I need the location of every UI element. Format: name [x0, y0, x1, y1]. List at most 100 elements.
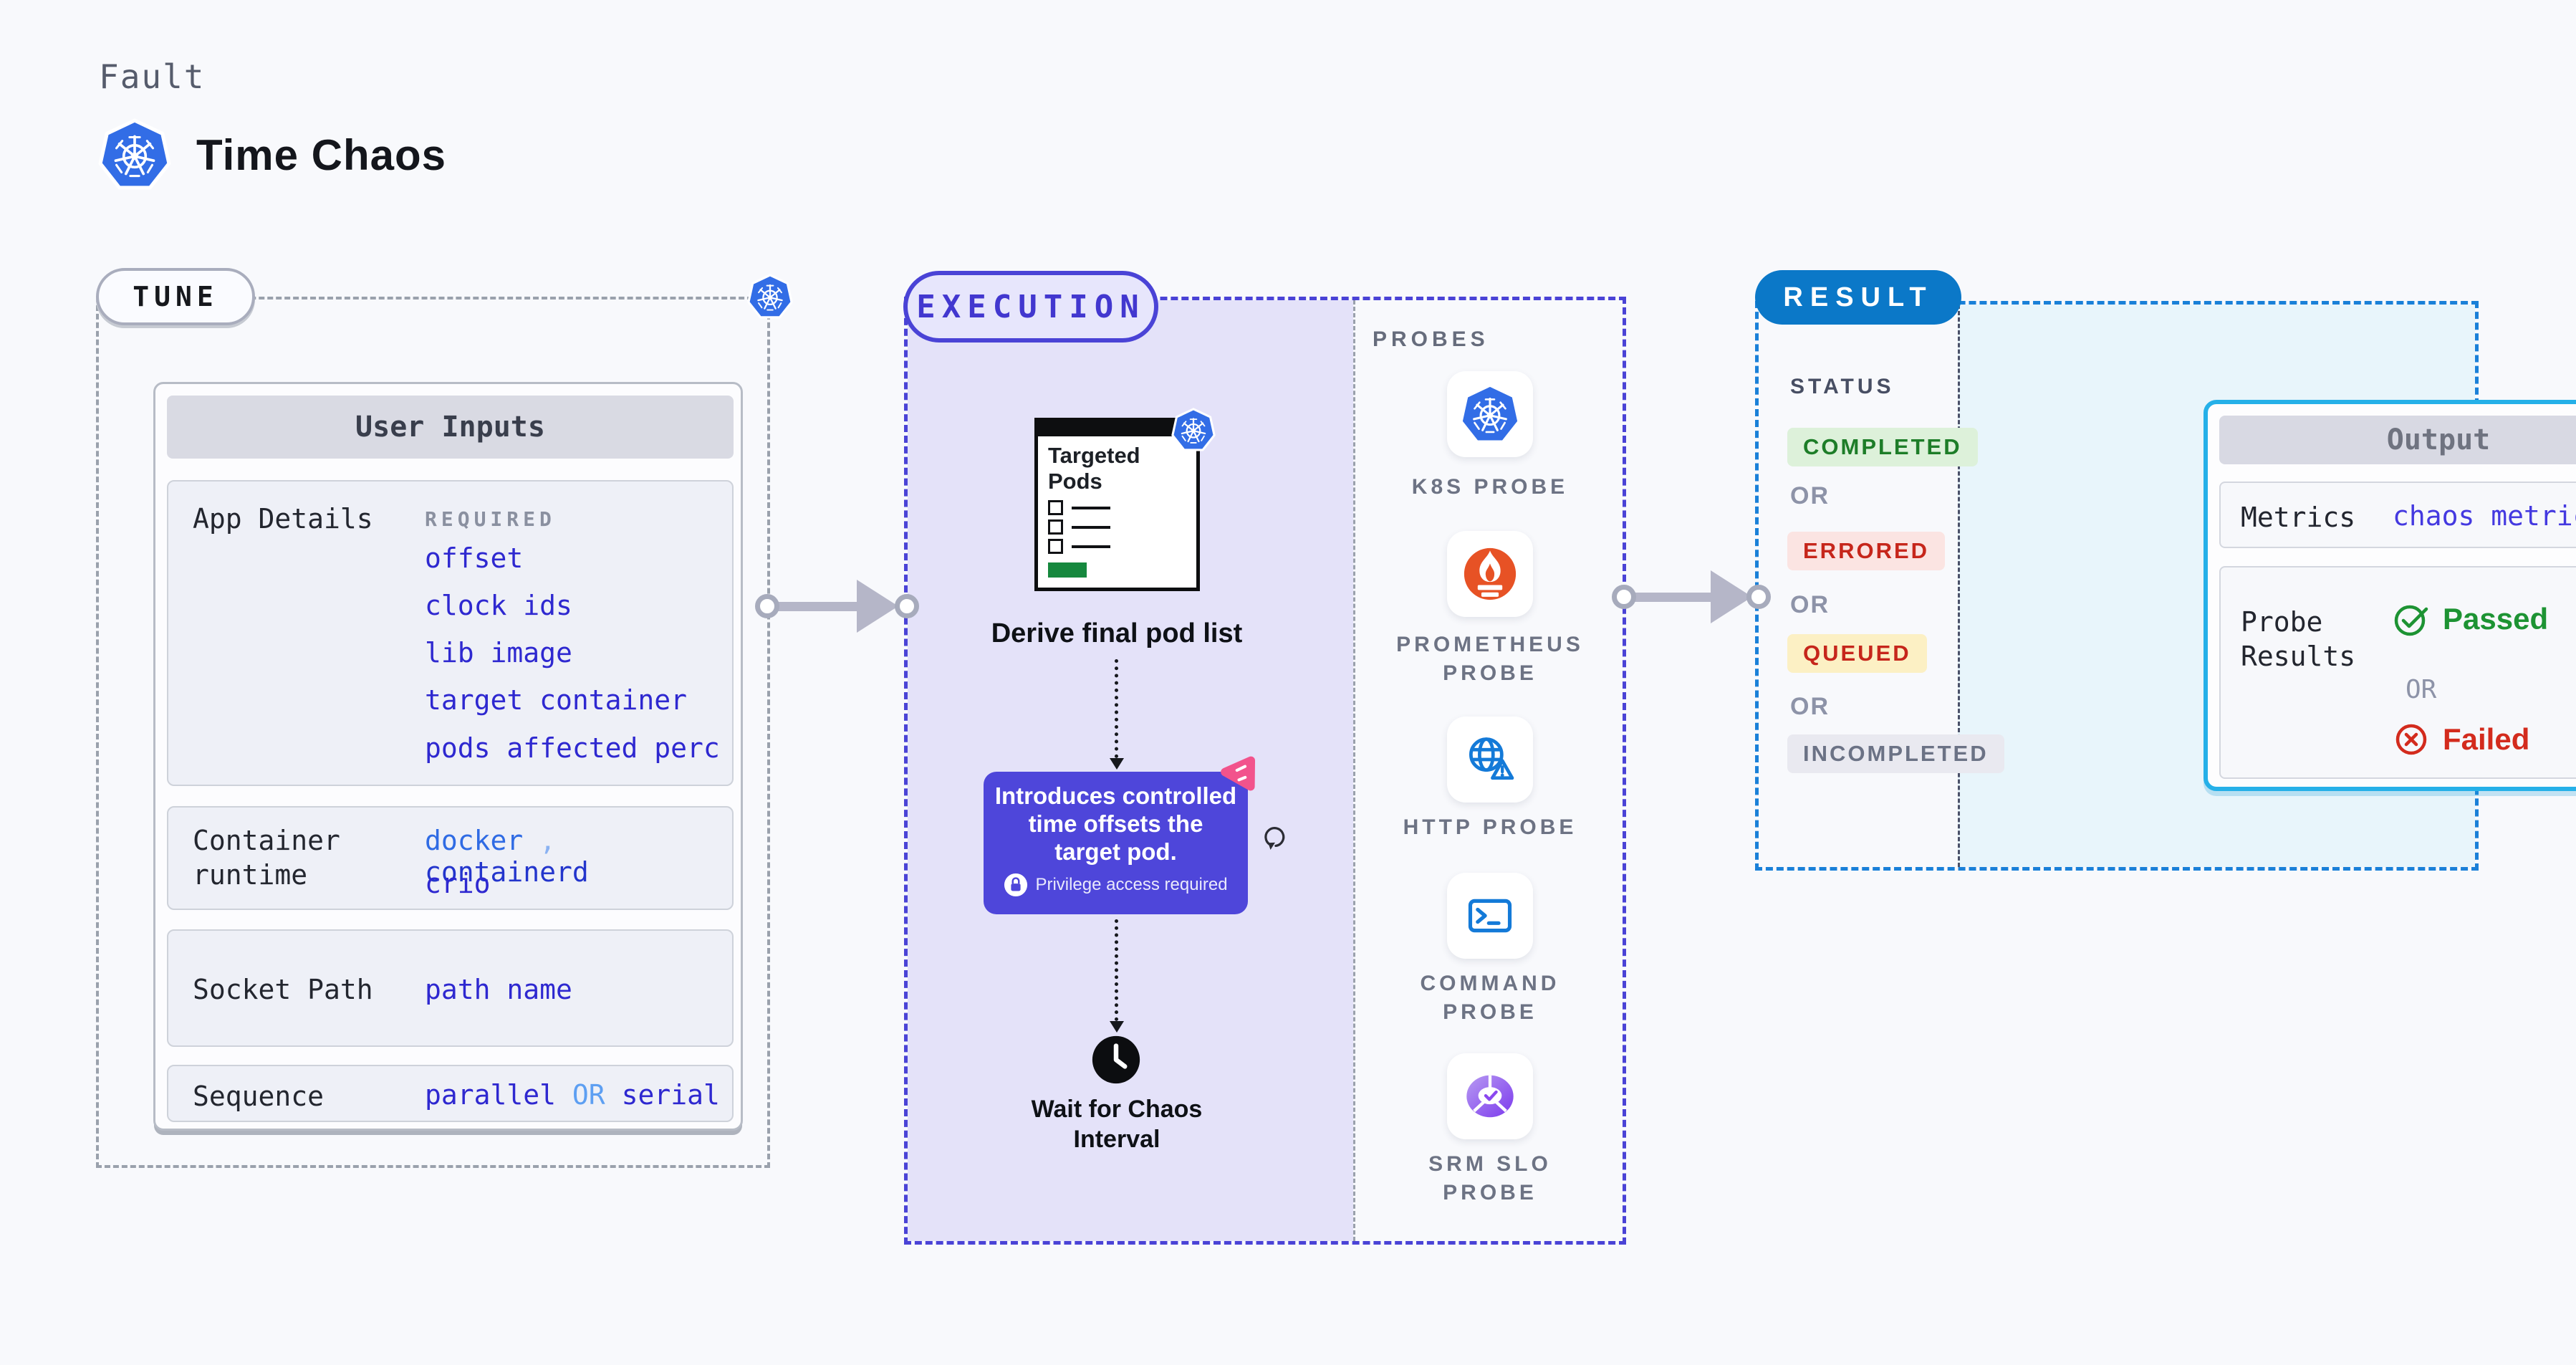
required-tag: REQUIRED: [425, 507, 556, 531]
status-label: STATUS: [1790, 375, 1895, 398]
sequence-values: parallel OR serial: [425, 1079, 720, 1111]
failed-label: Failed: [2443, 722, 2530, 756]
probe-name: PROMETHEUS PROBE: [1396, 633, 1584, 685]
probe-results-row: Probe Results Passed OR Failed: [2219, 566, 2576, 779]
execution-to-result-arrow: [1630, 593, 1712, 602]
arrow-head-icon: [857, 580, 898, 633]
srm-slo-probe-card: [1447, 1053, 1533, 1139]
failed-result: Failed: [2393, 721, 2529, 758]
link-clock-ids[interactable]: clock ids: [425, 590, 572, 621]
fault-description-card: Introduces controlled time offsets the t…: [984, 772, 1248, 914]
sequence-label: Sequence: [193, 1081, 325, 1112]
runtime-values-line1: docker , containerd: [425, 825, 589, 888]
litmus-pink-icon: [1216, 749, 1264, 796]
user-inputs-card: User Inputs App Details REQUIRED offset …: [153, 382, 743, 1131]
pod-checkbox: [1048, 539, 1063, 554]
tune-pill: TUNE: [96, 268, 255, 325]
status-badge-queued: QUEUED: [1787, 634, 1927, 673]
connector-node: [1612, 585, 1636, 609]
output-card: Output Metrics chaos metrics Probe Resul…: [2203, 400, 2576, 791]
probe-name: COMMAND PROBE: [1420, 972, 1560, 1024]
probe-name: K8S PROBE: [1411, 475, 1569, 499]
probe-results-label: Probe Results: [2241, 606, 2356, 672]
pod-checkbox: [1048, 500, 1063, 515]
srm-slo-gauge-icon: [1459, 1065, 1521, 1127]
container-runtime-row: Container runtime docker , containerd cr…: [167, 806, 734, 910]
probe-name: SRM SLO PROBE: [1428, 1152, 1552, 1204]
link-serial[interactable]: serial: [621, 1079, 720, 1111]
x-circle-icon: [2393, 721, 2430, 758]
privilege-badge-label: Privilege access required: [1035, 875, 1228, 894]
probe-name: HTTP PROBE: [1403, 815, 1577, 839]
container-runtime-label: Container runtime: [193, 825, 340, 891]
tune-pill-label: TUNE: [133, 281, 218, 312]
http-probe-card: [1447, 717, 1533, 803]
link-docker[interactable]: docker: [425, 825, 524, 856]
privilege-badge: Privilege access required: [1004, 873, 1228, 897]
link-lib-image[interactable]: lib image: [425, 637, 572, 669]
link-target-container[interactable]: target container: [425, 684, 688, 716]
socket-path-label: Socket Path: [193, 974, 373, 1005]
or-separator: OR: [1790, 591, 1830, 618]
link-containerd[interactable]: containerd: [425, 856, 589, 888]
output-header: Output: [2219, 416, 2576, 464]
tune-section-box: [96, 297, 770, 1168]
fault-description-line3: target pod.: [1054, 838, 1177, 865]
wait-caption: Wait for Chaos Interval: [1031, 1096, 1203, 1153]
pod-line: [1072, 526, 1110, 529]
prometheus-probe-card: [1447, 531, 1533, 617]
link-parallel[interactable]: parallel: [425, 1079, 557, 1111]
execution-pill-label: EXECUTION: [916, 288, 1145, 325]
status-badge-completed: COMPLETED: [1787, 428, 1978, 466]
fault-description-line1: Introduces controlled: [994, 782, 1237, 809]
terminal-icon: [1459, 885, 1521, 947]
progress-bar: [1048, 562, 1087, 578]
metrics-value[interactable]: chaos metrics: [2393, 500, 2576, 532]
link-offset[interactable]: offset: [425, 542, 524, 574]
user-inputs-header: User Inputs: [167, 396, 734, 459]
command-probe-card: [1447, 873, 1533, 959]
arrow-head-icon: [1110, 1021, 1124, 1033]
link-path-name[interactable]: path name: [425, 974, 572, 1005]
passed-label: Passed: [2443, 602, 2549, 636]
kubernetes-icon: [747, 274, 793, 320]
app-details-label: App Details: [193, 503, 373, 535]
tune-to-execution-arrow: [774, 602, 858, 611]
pod-checkbox: [1048, 519, 1063, 535]
or-separator: OR: [2406, 675, 2437, 704]
check-circle-icon: [2393, 600, 2430, 638]
derive-caption: Derive final pod list: [991, 618, 1243, 648]
clock-icon: [1090, 1034, 1142, 1086]
sequence-row: Sequence parallel OR serial: [167, 1065, 734, 1122]
link-pods-affected-perc[interactable]: pods affected perc: [425, 732, 720, 764]
connector-node: [895, 594, 919, 618]
or-separator: OR: [1790, 693, 1830, 720]
app-details-row: App Details REQUIRED offset clock ids li…: [167, 480, 734, 786]
pod-line: [1072, 507, 1110, 509]
http-globe-warning-icon: [1459, 729, 1521, 790]
kubernetes-icon: [1459, 383, 1521, 445]
status-badge-incompleted: INCOMPLETED: [1787, 734, 2004, 773]
passed-result: Passed: [2393, 600, 2548, 638]
arrow-head-icon: [1711, 570, 1752, 623]
probes-area: PROBES K8S PROBE PROMETHEUS PROBE HTTP P…: [1353, 300, 1623, 1241]
execution-section-box: PROBES K8S PROBE PROMETHEUS PROBE HTTP P…: [904, 297, 1626, 1245]
result-pill-label: RESULT: [1783, 282, 1933, 312]
metrics-label: Metrics: [2241, 502, 2356, 533]
metrics-row: Metrics chaos metrics: [2219, 482, 2576, 548]
dotted-connector: [1115, 659, 1118, 758]
k8s-probe-card: [1447, 371, 1533, 457]
connector-node: [755, 594, 779, 618]
result-pill: RESULT: [1755, 270, 1961, 325]
link-crio[interactable]: crio: [425, 868, 491, 899]
kubernetes-icon: [1171, 408, 1216, 452]
fault-eyebrow: Fault: [99, 57, 206, 96]
loop-icon: [1259, 820, 1292, 853]
result-section-box: Output Metrics chaos metrics Probe Resul…: [1755, 301, 2576, 871]
execution-pill: EXECUTION: [903, 271, 1158, 343]
result-output-area: Output Metrics chaos metrics Probe Resul…: [1958, 305, 2576, 867]
prometheus-icon: [1459, 543, 1521, 605]
dotted-connector: [1115, 919, 1118, 1021]
lock-icon: [1004, 873, 1028, 897]
